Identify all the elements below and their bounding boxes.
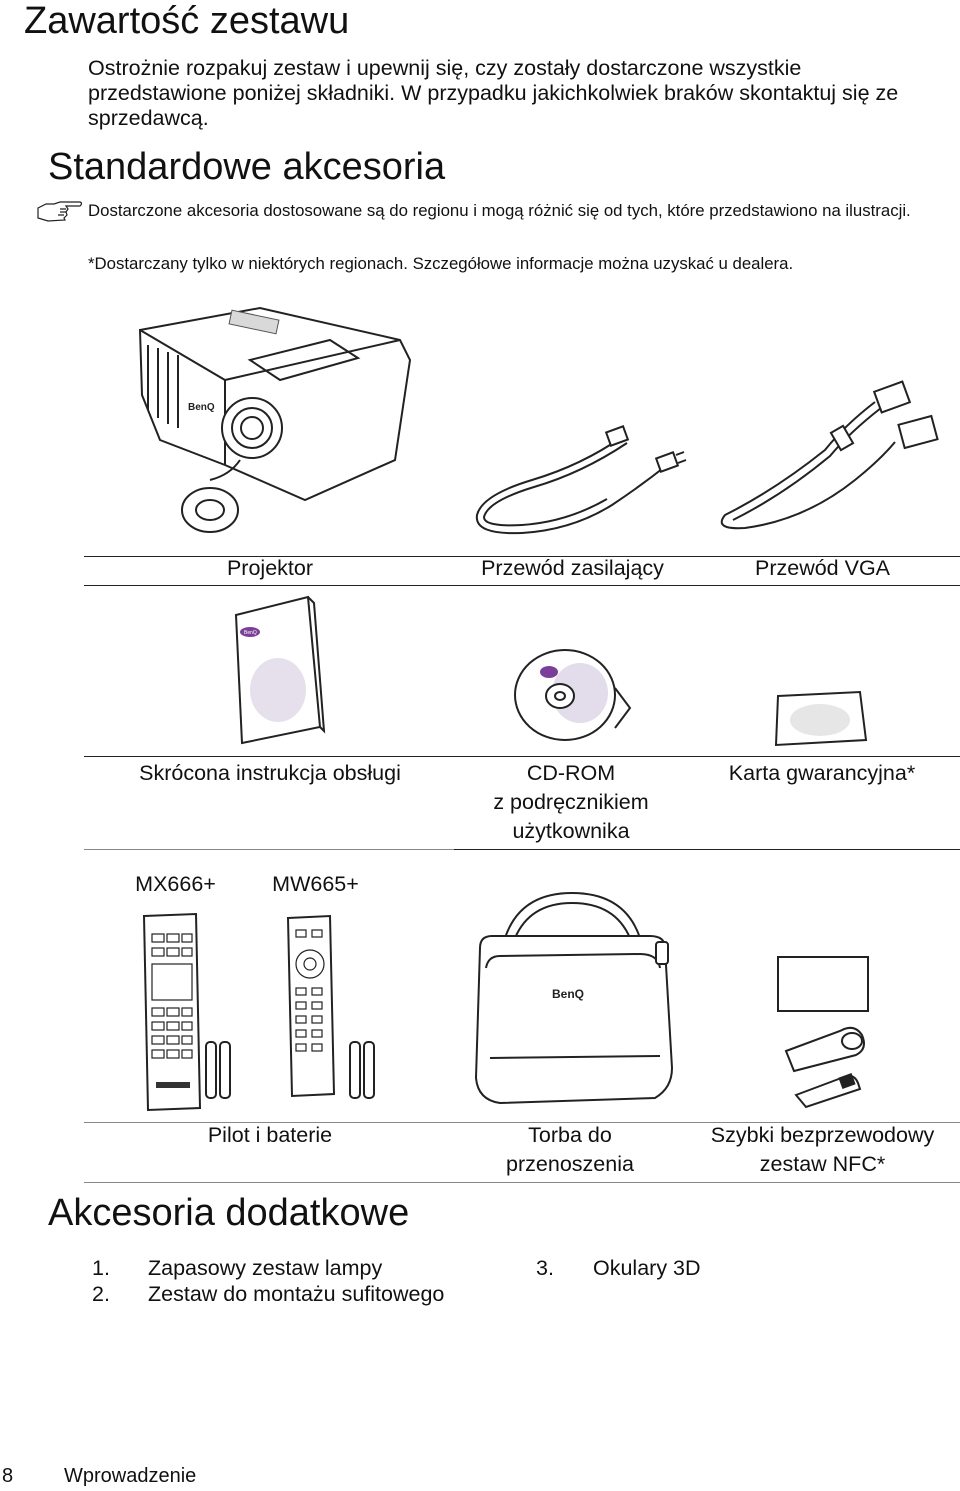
quick-guide-illustration: BenQ bbox=[234, 595, 326, 745]
intro-text: Ostrożnie rozpakuj zestaw i upewnij się,… bbox=[88, 56, 899, 130]
nfc-kit-illustration bbox=[777, 956, 869, 1109]
optional-accessories-heading: Akcesoria dodatkowe bbox=[48, 1192, 410, 1234]
power-cord-illustration bbox=[475, 425, 687, 535]
remote-mw665-illustration bbox=[286, 914, 375, 1099]
remote-mx666-illustration bbox=[142, 912, 231, 1112]
projector-caption: Projektor bbox=[226, 556, 314, 580]
svg-text:BenQ: BenQ bbox=[552, 987, 584, 1001]
page-title: Zawartość zestawu bbox=[24, 0, 350, 42]
power-cord-caption: Przewód zasilający bbox=[481, 556, 664, 580]
optional-item-3-label: Okulary 3D bbox=[593, 1256, 701, 1280]
svg-text:BenQ: BenQ bbox=[244, 630, 257, 636]
cdrom-illustration bbox=[514, 649, 632, 741]
optional-item-2-label: Zestaw do montażu sufitowego bbox=[148, 1282, 445, 1306]
row1-divider bbox=[84, 556, 960, 557]
bag-caption-line2: przenoszenia bbox=[506, 1152, 634, 1176]
svg-text:BenQ: BenQ bbox=[188, 402, 215, 413]
warranty-card-illustration bbox=[774, 690, 868, 747]
nfc-caption-line2: zestaw NFC* bbox=[759, 1152, 886, 1176]
footer-page-number: 8 bbox=[2, 1465, 14, 1487]
row3-bottom-divider bbox=[84, 1182, 960, 1183]
row2-bottom-divider-right bbox=[454, 849, 960, 850]
cdrom-caption-line1: CD-ROM bbox=[526, 761, 616, 785]
model-label-mw665: MW665+ bbox=[272, 872, 359, 896]
remote-caption: Pilot i baterie bbox=[207, 1123, 333, 1147]
warranty-caption: Karta gwarancyjna* bbox=[728, 761, 916, 785]
footer-section-name: Wprowadzenie bbox=[64, 1465, 197, 1487]
standard-accessories-heading: Standardowe akcesoria bbox=[48, 146, 446, 188]
row2-bottom-divider-left bbox=[84, 849, 454, 850]
optional-item-1-number: 1. bbox=[92, 1256, 110, 1280]
optional-item-3-number: 3. bbox=[536, 1256, 554, 1280]
note-text: Dostarczone akcesoria dostosowane są do … bbox=[88, 201, 911, 220]
vga-cable-illustration bbox=[720, 380, 939, 530]
regional-footnote: *Dostarczany tylko w niektórych regionac… bbox=[88, 254, 794, 273]
row3-divider bbox=[84, 1122, 960, 1123]
cdrom-caption-line3: użytkownika bbox=[512, 819, 630, 843]
cdrom-caption-line2: z podręcznikiem bbox=[493, 790, 649, 814]
row2-divider bbox=[84, 756, 960, 757]
vga-cable-caption: Przewód VGA bbox=[754, 556, 891, 580]
bag-caption-line1: Torba do bbox=[528, 1123, 612, 1147]
optional-item-2-number: 2. bbox=[92, 1282, 110, 1306]
nfc-caption-line1: Szybki bezprzewodowy bbox=[710, 1123, 935, 1147]
optional-item-1-label: Zapasowy zestaw lampy bbox=[148, 1256, 383, 1280]
projector-illustration: BenQ bbox=[138, 306, 412, 533]
model-label-mx666: MX666+ bbox=[135, 872, 216, 896]
row1-bottom-divider bbox=[84, 585, 960, 586]
carry-bag-illustration: BenQ bbox=[474, 891, 674, 1105]
pointing-hand-icon bbox=[37, 201, 83, 222]
quick-guide-caption: Skrócona instrukcja obsługi bbox=[139, 761, 401, 785]
